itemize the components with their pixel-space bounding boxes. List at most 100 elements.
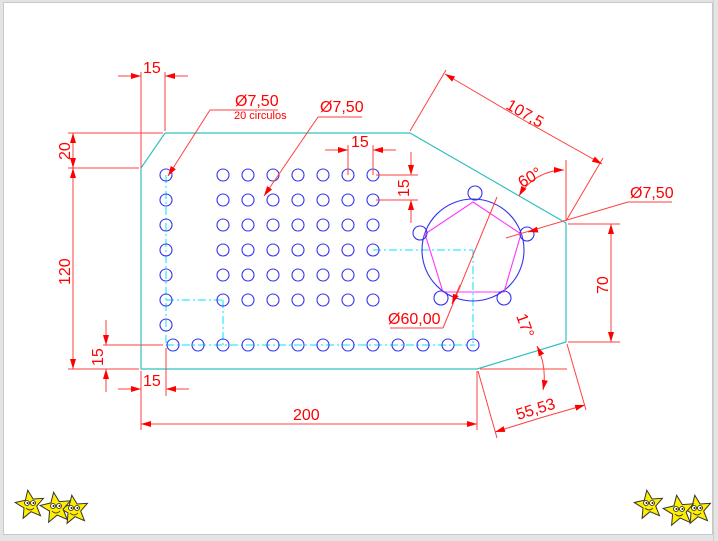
grid-hole [316,168,330,182]
grid-hole [341,293,355,307]
grid-hole [241,243,255,257]
callout-pentagon-hole: Ø7,50 [505,185,674,239]
dim-text: 20 [57,142,74,160]
dim-angle-bottom: 17° [480,312,567,391]
grid-hole [266,293,280,307]
bottom-row-hole [216,338,230,352]
dim-text: 17° [512,312,536,341]
grid-hole [216,193,230,207]
grid-hole [366,218,380,232]
grid-hole [216,293,230,307]
callout-text: Ø7,50 [320,99,364,116]
grid-hole [266,268,280,282]
dim-text: 200 [293,407,320,424]
callout-bolt-circle: Ø60,00 [388,196,498,329]
grid-hole [316,293,330,307]
bottom-row-hole [166,338,180,352]
star-characters-right [632,488,712,527]
dim-bottom-diagonal: 55,53 [477,343,587,439]
bottom-row-hole [391,338,405,352]
bottom-row-hole [416,338,430,352]
grid-hole [216,268,230,282]
dim-text: 15 [143,60,161,77]
grid-hole [216,243,230,257]
grid-hole [316,243,330,257]
dim-total-width: 200 [140,371,478,430]
star-character-icon [632,488,664,520]
grid-hole [266,218,280,232]
grid-hole [266,193,280,207]
pentagon-hole [496,290,512,306]
dim-bottom-offset-horizontal: 15 [118,348,189,396]
grid-hole [291,218,305,232]
grid-hole [316,268,330,282]
bottom-row-hole [266,338,280,352]
dim-hole-pitch-horizontal: 15 [325,134,396,175]
dim-text: 15 [143,373,161,390]
dim-text: 107,5 [503,97,546,132]
bottom-row-hole [466,338,480,352]
pentagon [424,201,522,293]
grid-hole [291,268,305,282]
grid-hole [241,293,255,307]
dim-text: 60° [516,165,545,192]
grid-hole [291,193,305,207]
bottom-row-hole [366,338,380,352]
callout-text: Ø60,00 [388,311,441,328]
grid-hole [241,168,255,182]
bottom-row-hole [291,338,305,352]
bolt-circle [421,198,525,302]
left-column-hole [159,293,173,307]
callout-text: Ø7,50 [235,93,279,110]
left-column-hole [159,218,173,232]
callout-grid-holes: Ø7,50 [263,99,364,197]
left-column-hole [159,243,173,257]
grid-hole [366,293,380,307]
callout-text: Ø7,50 [630,185,674,202]
dim-text: 70 [595,276,612,294]
pentagon-hole [467,185,483,201]
bottom-row-hole [316,338,330,352]
dim-text: 15 [90,348,107,366]
pentagon-hole [519,226,535,242]
grid-hole [266,243,280,257]
star-character-icon [38,490,72,524]
callout-left-holes: Ø7,50 20 circulos [167,93,287,177]
dim-top-chamfer-width: 15 [118,60,188,168]
holes-group [159,168,480,352]
grid-hole [266,168,280,182]
grid-hole [216,218,230,232]
bottom-row-hole [191,338,205,352]
part-outline [140,132,567,370]
grid-hole [316,193,330,207]
left-column-hole [159,318,173,332]
grid-hole [291,168,305,182]
grid-hole [366,268,380,282]
grid-hole [341,218,355,232]
left-column-hole [159,268,173,282]
bottom-row-hole [441,338,455,352]
star-character-icon [661,493,695,527]
dim-angle-top: 60° [516,160,567,221]
dim-hole-pitch-vertical: 15 [376,152,418,223]
grid-hole [241,193,255,207]
grid-hole [316,218,330,232]
star-character-icon [13,488,45,520]
grid-hole [341,193,355,207]
grid-hole [291,243,305,257]
bottom-row-hole [241,338,255,352]
grid-hole [241,268,255,282]
grid-hole [341,243,355,257]
pentagon-hole [433,290,449,306]
callout-count: 20 circulos [234,110,287,122]
grid-hole [366,243,380,257]
dim-right-height: 70 [568,223,620,343]
grid-hole [291,293,305,307]
dim-text: 15 [351,134,369,151]
scrollbar[interactable] [713,0,718,541]
dim-top-chamfer-height: 20 [57,132,163,169]
dim-diagonal-length: 107,5 [409,69,604,222]
left-column-hole [159,193,173,207]
dim-bottom-offset-vertical: 15 [90,320,163,392]
